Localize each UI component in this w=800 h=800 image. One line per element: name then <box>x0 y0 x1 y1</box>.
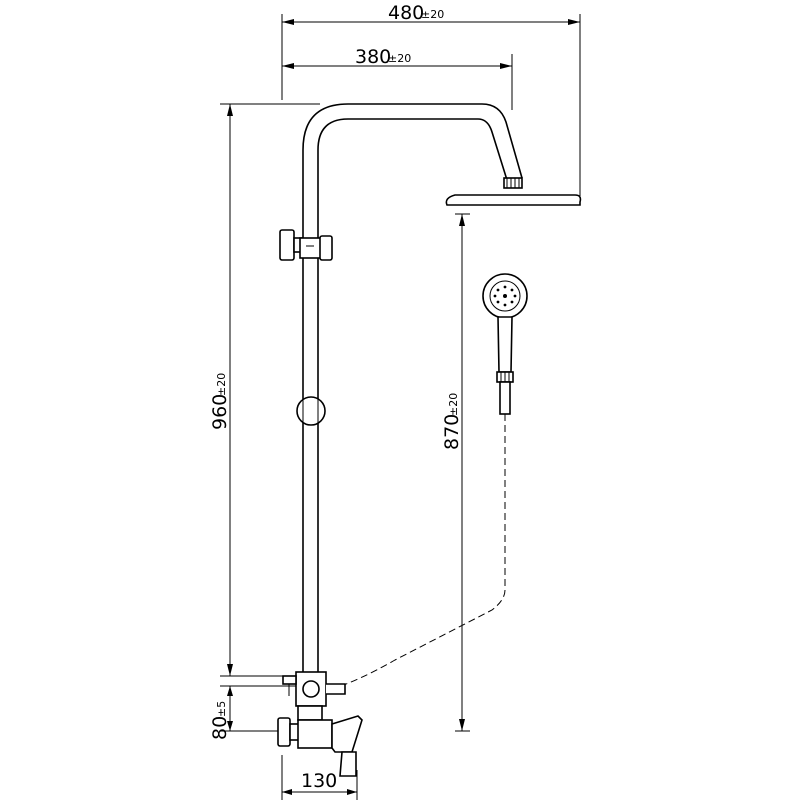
dim-mixer-projection-value: 130 <box>301 770 337 792</box>
mixer-body <box>277 705 363 777</box>
dim-column-height-value: 960 <box>209 394 231 430</box>
dim-head-height-tolerance: ±20 <box>447 393 460 416</box>
dim-overall-width: 480 ±20 <box>281 2 581 196</box>
dim-column-height: 960 ±20 <box>209 103 320 677</box>
dim-head-height: 870 ±20 <box>441 213 470 732</box>
riser-column <box>302 103 523 672</box>
shower-hose <box>329 414 506 691</box>
dim-column-height-tolerance: ±20 <box>215 373 228 396</box>
dim-valve-offset-value: 80 <box>209 716 231 740</box>
dim-overall-width-tolerance: ±20 <box>421 8 444 21</box>
wall-bracket-icon <box>296 396 326 426</box>
dim-overall-width-value: 480 <box>388 2 424 24</box>
dim-head-height-value: 870 <box>441 414 463 450</box>
diverter-valve <box>282 671 346 707</box>
hand-shower-icon <box>482 273 528 415</box>
dim-mixer-projection: 130 <box>281 755 358 800</box>
dim-arm-reach-value: 380 <box>355 46 391 68</box>
arm-connector <box>503 177 523 189</box>
dim-arm-reach: 380 ±20 <box>282 46 513 110</box>
rain-shower-head-icon <box>445 194 582 206</box>
slider-bracket-icon <box>279 229 333 261</box>
dim-arm-reach-tolerance: ±20 <box>388 52 411 65</box>
dim-valve-offset-tolerance: ±5 <box>215 701 228 717</box>
